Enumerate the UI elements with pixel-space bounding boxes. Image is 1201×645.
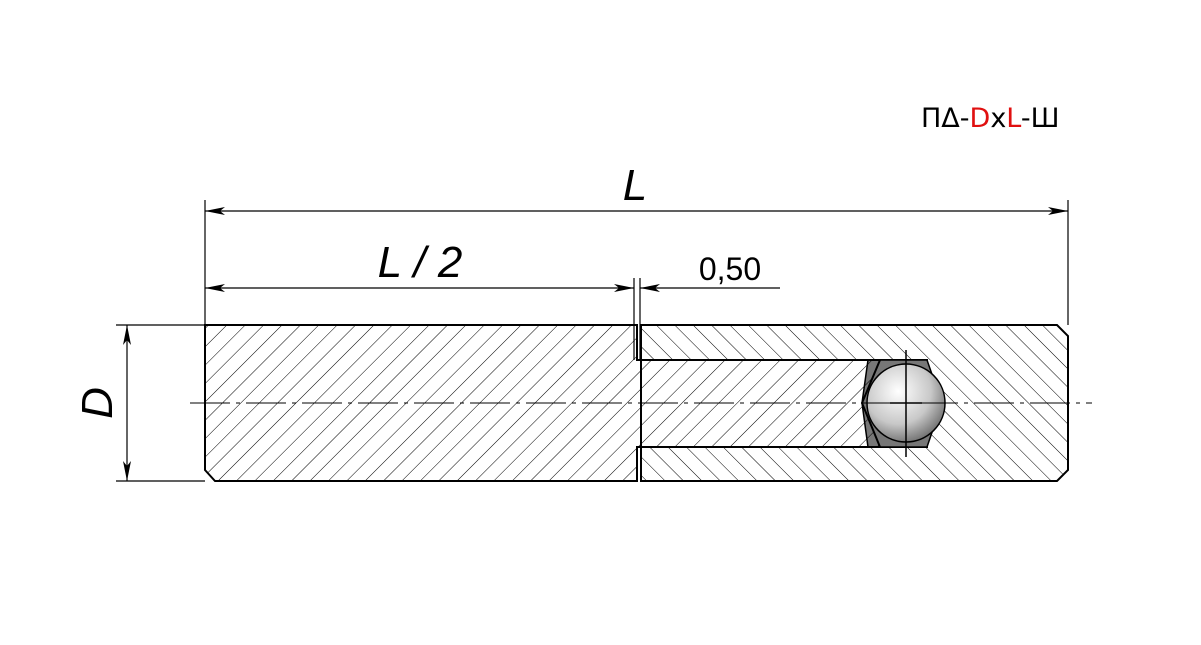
designation-part-d: D: [970, 103, 991, 134]
dimension-half-length: [205, 278, 780, 360]
length-label: L: [623, 161, 647, 210]
gap-label: 0,50: [699, 251, 761, 287]
designation-part: -Ш: [1021, 103, 1060, 134]
designation-part: ПΔ-: [921, 103, 970, 134]
designation: ПΔ-DxL-Ш: [921, 103, 1060, 134]
designation-part-l: L: [1006, 103, 1021, 134]
dimension-length: [204, 200, 1069, 325]
designation-part: x: [990, 103, 1006, 134]
dimension-diameter: [116, 324, 205, 482]
diameter-label: D: [73, 387, 122, 419]
half-length-label: L / 2: [378, 238, 463, 287]
